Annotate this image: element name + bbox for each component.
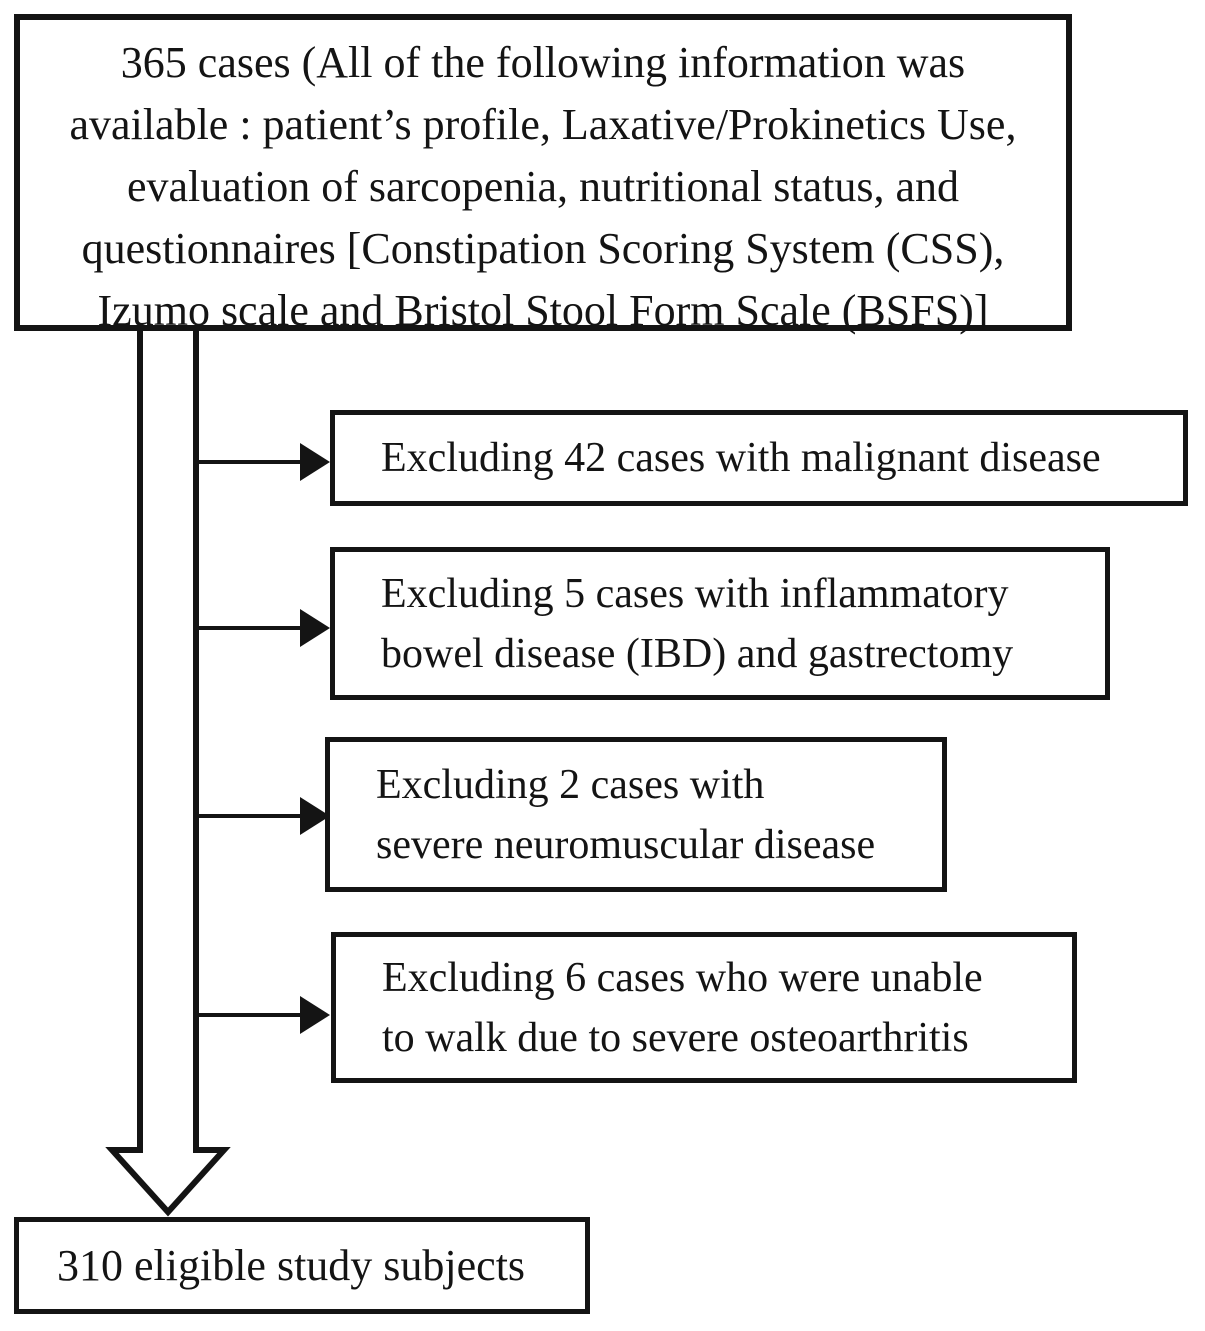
exclusion-box-line: Excluding 2 cases with [376, 761, 765, 808]
right-arrowhead-icon [300, 609, 330, 647]
down-arrow-shape [105, 331, 231, 1217]
source-box-line: evaluation of sarcopenia, nutritional st… [126, 162, 960, 211]
exclusion-box-ibd-gastrectomy: Excluding 5 cases with inflammatory bowe… [330, 547, 1110, 700]
result-box-text: 310 eligible study subjects [57, 1241, 526, 1290]
exclusion-box-line: bowel disease (IBD) and gastrectomy [381, 630, 1014, 677]
branch-arrow-2 [196, 609, 330, 647]
exclusion-box-line: severe neuromuscular disease [376, 821, 876, 868]
exclusion-box-osteoarthritis: Excluding 6 cases who were unable to wal… [331, 932, 1077, 1083]
exclusion-box-malignant-disease: Excluding 42 cases with malignant diseas… [330, 410, 1188, 506]
branch-line [196, 814, 304, 818]
branch-line [196, 460, 304, 464]
exclusion-box-line: to walk due to severe osteoarthritis [382, 1014, 969, 1061]
source-box: 365 cases (All of the following informat… [14, 14, 1072, 335]
branch-arrow-3 [196, 797, 330, 835]
exclusion-box-neuromuscular-disease: Excluding 2 cases with severe neuromuscu… [325, 737, 947, 892]
branch-arrow-1 [196, 443, 330, 481]
result-box: 310 eligible study subjects [14, 1217, 590, 1314]
right-arrowhead-icon [300, 443, 330, 481]
source-box-line: questionnaires [Constipation Scoring Sys… [81, 224, 1005, 273]
down-arrow [105, 331, 231, 1217]
source-box-line: available : patient’s profile, Laxative/… [69, 100, 1017, 149]
right-arrowhead-icon [300, 996, 330, 1034]
source-box-line: Izumo scale and Bristol Stool Form Scale… [97, 286, 989, 335]
branch-line [196, 626, 304, 630]
branch-arrow-4 [196, 996, 330, 1034]
exclusion-box-line: Excluding 5 cases with inflammatory [381, 570, 1009, 617]
exclusion-box-line: Excluding 42 cases with malignant diseas… [381, 435, 1101, 481]
branch-line [196, 1013, 304, 1017]
source-box-line: 365 cases (All of the following informat… [120, 38, 966, 87]
exclusion-box-line: Excluding 6 cases who were unable [382, 954, 983, 1001]
